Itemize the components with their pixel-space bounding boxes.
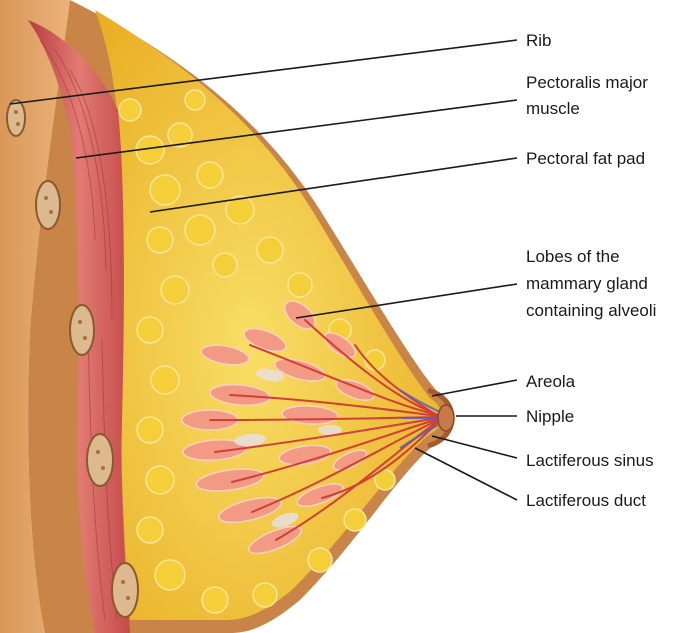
labels: Rib Pectoralis major muscle Pectoral fat… bbox=[526, 31, 656, 510]
label-nipple: Nipple bbox=[526, 407, 574, 426]
label-fat-pad: Pectoral fat pad bbox=[526, 149, 645, 168]
label-rib: Rib bbox=[526, 31, 552, 50]
rib-4 bbox=[87, 434, 113, 486]
leader-areola bbox=[432, 380, 517, 396]
label-pectoralis-line1: Pectoralis major bbox=[526, 73, 648, 92]
rib-3 bbox=[70, 305, 94, 355]
label-areola: Areola bbox=[526, 372, 576, 391]
rib-1 bbox=[7, 100, 25, 136]
label-lobes-line3: containing alveoli bbox=[526, 301, 656, 320]
label-duct: Lactiferous duct bbox=[526, 491, 646, 510]
rib-5 bbox=[112, 563, 138, 617]
nipple bbox=[438, 405, 454, 431]
label-lobes-line1: Lobes of the bbox=[526, 247, 620, 266]
label-lobes-line2: mammary gland bbox=[526, 274, 648, 293]
rib-2 bbox=[36, 181, 60, 229]
label-sinus: Lactiferous sinus bbox=[526, 451, 654, 470]
leader-sinus bbox=[432, 436, 517, 458]
label-pectoralis-line2: muscle bbox=[526, 99, 580, 118]
leader-duct bbox=[415, 448, 517, 500]
